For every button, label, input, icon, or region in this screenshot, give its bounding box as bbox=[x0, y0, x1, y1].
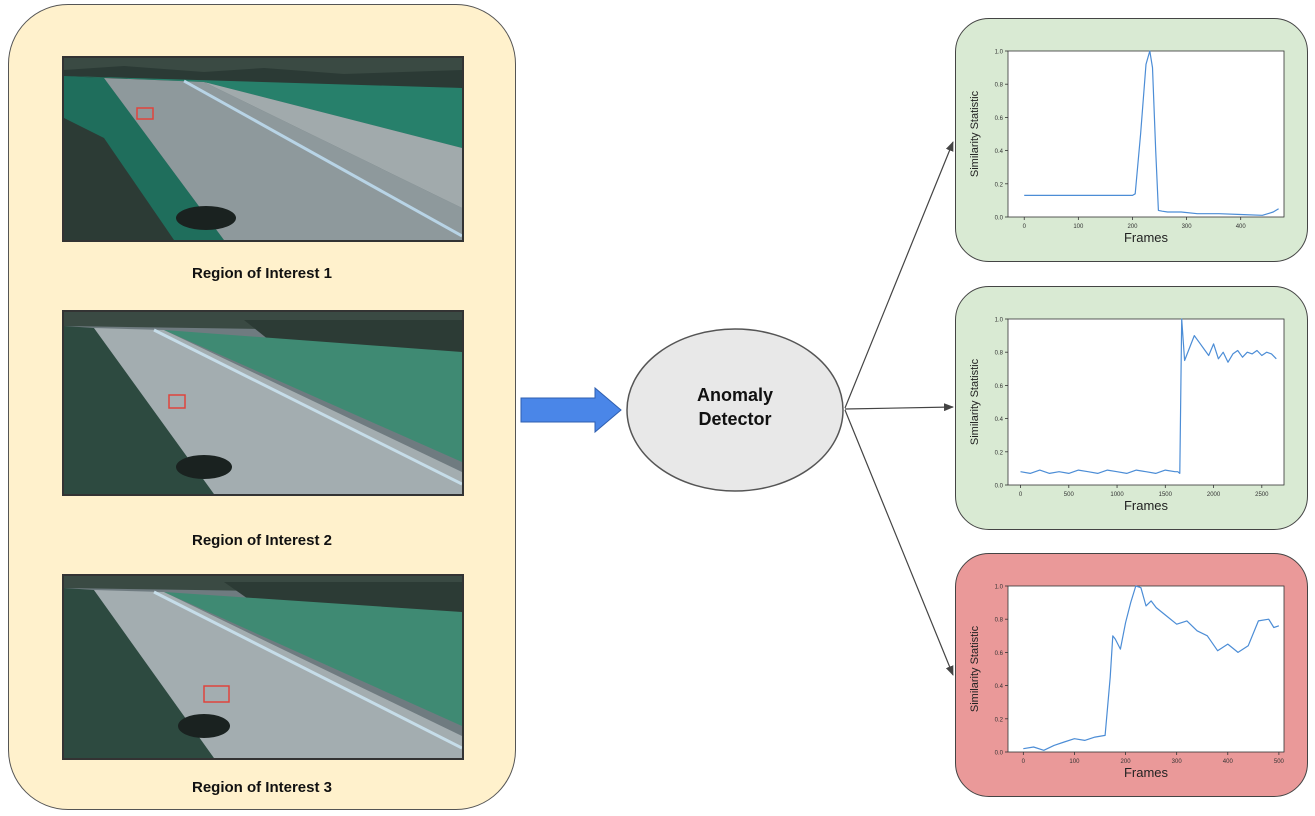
y-tick-label: 1.0 bbox=[995, 50, 1004, 56]
similarity-series-line bbox=[1023, 585, 1280, 751]
highway-camera-image bbox=[64, 312, 462, 494]
x-tick-label: 500 bbox=[1064, 492, 1075, 498]
flow-arrow bbox=[520, 386, 622, 434]
similarity-series-line bbox=[1020, 318, 1277, 474]
y-tick-label: 0.6 bbox=[995, 384, 1004, 390]
detector-label-line1: Anomaly bbox=[696, 385, 774, 405]
detector-label: Anomaly Detector bbox=[625, 383, 845, 431]
similarity-chart-2: 0.0 0.2 0.4 0.6 0.8 1.0 0 500 1000 1500 2000 2500Fr… bbox=[969, 318, 1285, 513]
connector-to-result-3 bbox=[844, 409, 954, 676]
similarity-series-line bbox=[1024, 50, 1279, 216]
y-tick-label: 1.0 bbox=[995, 318, 1004, 324]
y-axis-label: Similarity Statistic bbox=[969, 90, 981, 177]
roi-frame-2 bbox=[62, 310, 464, 496]
detector-label-line2: Detector bbox=[698, 409, 772, 429]
plot-area bbox=[1007, 318, 1285, 486]
plot-area bbox=[1007, 585, 1285, 753]
plot-area bbox=[1007, 50, 1285, 218]
x-tick-label: 1500 bbox=[1159, 492, 1173, 498]
roi-frame-3 bbox=[62, 574, 464, 760]
x-tick-label: 400 bbox=[1236, 224, 1247, 230]
x-tick-label: 100 bbox=[1069, 759, 1080, 765]
y-tick-label: 1.0 bbox=[995, 585, 1004, 591]
x-axis-label: Frames bbox=[1124, 230, 1169, 245]
y-tick-label: 0.8 bbox=[995, 351, 1004, 357]
highway-camera-image bbox=[64, 576, 462, 758]
x-tick-label: 100 bbox=[1073, 224, 1084, 230]
y-axis-label: Similarity Statistic bbox=[969, 625, 981, 712]
x-tick-label: 2500 bbox=[1255, 492, 1269, 498]
bounding-box bbox=[168, 394, 186, 409]
similarity-chart-3: 0.0 0.2 0.4 0.6 0.8 1.0 0 100 200 300 400 500Frames… bbox=[969, 585, 1285, 781]
x-tick-label: 2000 bbox=[1207, 492, 1221, 498]
roi-label-2: Region of Interest 2 bbox=[191, 532, 333, 549]
highway-camera-image bbox=[64, 58, 462, 240]
y-tick-label: 0.6 bbox=[995, 116, 1004, 122]
anomaly-detector-node: Anomaly Detector bbox=[625, 327, 845, 493]
x-tick-label: 400 bbox=[1223, 759, 1234, 765]
x-tick-label: 300 bbox=[1182, 224, 1193, 230]
y-tick-label: 0.2 bbox=[995, 450, 1004, 456]
roi-label-3: Region of Interest 3 bbox=[191, 779, 333, 796]
regions-panel: Region of Interest 1 Region of Interest … bbox=[8, 4, 516, 810]
y-axis-label: Similarity Statistic bbox=[969, 358, 981, 445]
connector-to-result-2 bbox=[844, 403, 954, 412]
y-tick-label: 0.2 bbox=[995, 717, 1004, 723]
y-tick-label: 0.8 bbox=[995, 83, 1004, 89]
y-tick-label: 0.4 bbox=[995, 684, 1004, 690]
bounding-box bbox=[136, 107, 154, 120]
y-tick-label: 0.0 bbox=[995, 216, 1004, 222]
y-tick-label: 0.4 bbox=[995, 417, 1004, 423]
y-tick-label: 0.4 bbox=[995, 149, 1004, 155]
bounding-box bbox=[203, 685, 230, 703]
x-tick-label: 300 bbox=[1172, 759, 1183, 765]
x-tick-label: 0 bbox=[1022, 759, 1026, 765]
x-tick-label: 0 bbox=[1019, 492, 1023, 498]
y-tick-label: 0.0 bbox=[995, 484, 1004, 490]
x-tick-label: 200 bbox=[1127, 224, 1138, 230]
roi-frame-1 bbox=[62, 56, 464, 242]
x-axis-label: Frames bbox=[1124, 498, 1169, 513]
y-tick-label: 0.6 bbox=[995, 651, 1004, 657]
detector-circle bbox=[626, 328, 844, 492]
connector-to-result-1 bbox=[844, 141, 954, 409]
y-tick-label: 0.8 bbox=[995, 618, 1004, 624]
x-tick-label: 0 bbox=[1023, 224, 1027, 230]
x-axis-label: Frames bbox=[1124, 765, 1169, 780]
x-tick-label: 1000 bbox=[1110, 492, 1124, 498]
y-tick-label: 0.2 bbox=[995, 182, 1004, 188]
x-tick-label: 500 bbox=[1274, 759, 1285, 765]
roi-label-1: Region of Interest 1 bbox=[191, 265, 333, 282]
y-tick-label: 0.0 bbox=[995, 751, 1004, 757]
x-tick-label: 200 bbox=[1121, 759, 1132, 765]
